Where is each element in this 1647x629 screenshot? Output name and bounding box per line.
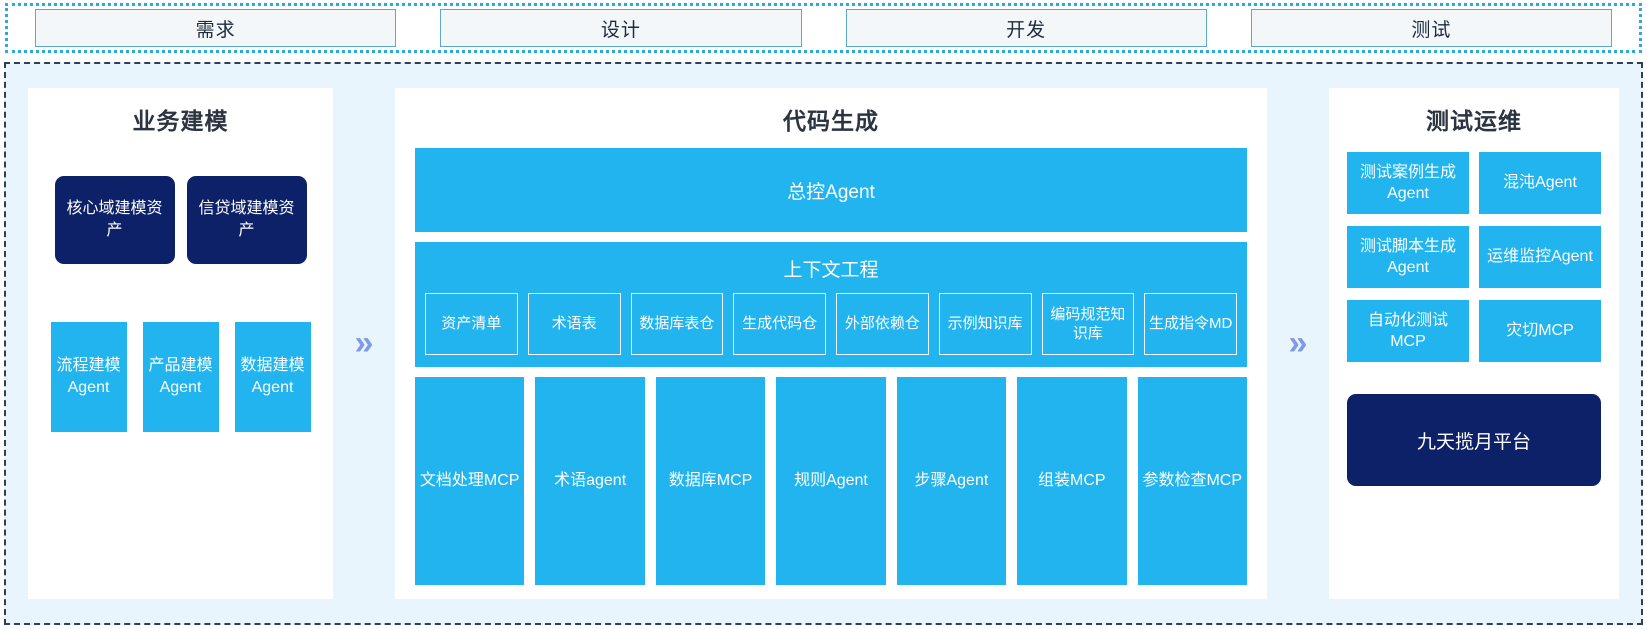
asset-card-core-domain[interactable]: 核心域建模资产: [54, 176, 175, 264]
context-engineering-items: 资产清单 术语表 数据库表仓 生成代码仓 外部依赖仓: [425, 293, 1237, 355]
phase-box-testing[interactable]: 测试: [1250, 9, 1612, 47]
context-item-label: 生成代码仓: [742, 315, 818, 333]
context-item-label: 生成指令MD: [1148, 315, 1233, 333]
test-ops-card-label: 自动化测试MCP: [1367, 311, 1448, 350]
test-ops-card-label: 灾切MCP: [1506, 322, 1574, 340]
test-ops-card-test-case-generation-agent[interactable]: 测试案例生成Agent: [1347, 152, 1469, 214]
double-chevron-right-icon-1: »: [354, 324, 374, 362]
modeling-agent-label: 数据建模Agent: [240, 356, 305, 396]
tool-card-label: 步骤Agent: [914, 472, 989, 490]
phase-box-requirements[interactable]: 需求: [35, 9, 397, 47]
tool-card-document-processing-mcp[interactable]: 文档处理MCP: [415, 377, 525, 585]
modeling-agent-label: 产品建模Agent: [148, 356, 213, 396]
master-control-agent-label: 总控Agent: [787, 181, 875, 203]
master-control-agent[interactable]: 总控Agent: [415, 148, 1247, 232]
context-item-label: 术语表: [551, 315, 597, 333]
context-engineering-block: 上下文工程 资产清单 术语表 数据库表仓 生成代码仓: [415, 242, 1247, 367]
context-item-glossary[interactable]: 术语表: [527, 293, 621, 355]
phase-label: 设计: [600, 19, 641, 41]
test-ops-grid: 测试案例生成Agent 混沌Agent 测试脚本生成Agent 运维监控Agen…: [1329, 136, 1619, 362]
platform-card-jiutian-lanyue[interactable]: 九天揽月平台: [1347, 394, 1601, 486]
panel-title-business-modeling: 业务建模: [132, 108, 229, 134]
phase-box-design[interactable]: 设计: [440, 9, 802, 47]
phase-label: 测试: [1411, 19, 1452, 41]
business-asset-row: 核心域建模资产 信贷域建模资产: [28, 176, 333, 264]
tool-card-label: 文档处理MCP: [419, 472, 520, 490]
test-ops-card-automated-testing-mcp[interactable]: 自动化测试MCP: [1347, 300, 1469, 362]
platform-card-label: 九天揽月平台: [1416, 431, 1531, 453]
context-item-label: 外部依赖仓: [844, 315, 920, 333]
test-ops-card-label: 测试脚本生成Agent: [1359, 237, 1456, 276]
asset-card-label: 信贷域建模资产: [198, 200, 295, 239]
test-ops-card-chaos-agent[interactable]: 混沌Agent: [1479, 152, 1601, 214]
test-ops-card-test-script-generation-agent[interactable]: 测试脚本生成Agent: [1347, 226, 1469, 288]
double-chevron-right-icon-2: »: [1288, 324, 1308, 362]
panel-code-generation: 代码生成 总控Agent 上下文工程 资产清单 术语表: [395, 88, 1267, 599]
tool-card-rule-agent[interactable]: 规则Agent: [776, 377, 886, 585]
context-item-asset-list[interactable]: 资产清单: [425, 293, 518, 355]
asset-card-credit-domain[interactable]: 信贷域建模资产: [186, 176, 307, 264]
modeling-agent-data[interactable]: 数据建模Agent: [234, 322, 311, 432]
context-item-coding-standard-knowledge-base[interactable]: 编码规范知识库: [1041, 293, 1135, 355]
tool-card-database-mcp[interactable]: 数据库MCP: [655, 377, 766, 585]
context-item-example-knowledge-base[interactable]: 示例知识库: [938, 293, 1032, 355]
test-ops-card-operations-monitoring-agent[interactable]: 运维监控Agent: [1479, 226, 1601, 288]
tool-card-row: 文档处理MCP 术语agent 数据库MCP 规则Agent 步骤Agent: [415, 377, 1247, 585]
phase-box-development[interactable]: 开发: [845, 9, 1207, 47]
panel-title-code-generation: 代码生成: [783, 108, 879, 134]
tool-card-parameter-check-mcp[interactable]: 参数检查MCP: [1137, 377, 1247, 585]
test-ops-card-label: 测试案例生成Agent: [1359, 163, 1456, 202]
modeling-agent-label: 流程建模Agent: [56, 356, 121, 396]
phase-label: 需求: [195, 19, 236, 41]
context-item-generated-code-repo[interactable]: 生成代码仓: [733, 293, 826, 355]
test-ops-card-label: 混沌Agent: [1503, 174, 1577, 192]
tool-card-assembly-mcp[interactable]: 组装MCP: [1017, 377, 1127, 585]
phase-strip: 需求 设计 开发 测试: [5, 3, 1642, 53]
test-ops-card-label: 运维监控Agent: [1487, 248, 1593, 266]
tool-card-label: 参数检查MCP: [1142, 472, 1243, 490]
modeling-agent-row: 流程建模Agent 产品建模Agent 数据建模Agent: [28, 322, 333, 432]
tool-card-label: 数据库MCP: [668, 472, 753, 490]
context-engineering-title: 上下文工程: [783, 260, 879, 281]
tool-card-glossary-agent[interactable]: 术语agent: [535, 377, 645, 585]
context-item-db-table-repo[interactable]: 数据库表仓: [630, 293, 724, 355]
context-item-label: 资产清单: [441, 315, 502, 333]
modeling-agent-process[interactable]: 流程建模Agent: [50, 322, 127, 432]
context-item-label: 编码规范知识库: [1050, 305, 1126, 342]
context-item-generation-instruction-md[interactable]: 生成指令MD: [1144, 293, 1237, 355]
context-item-label: 数据库表仓: [639, 315, 715, 333]
tool-card-label: 组装MCP: [1038, 472, 1106, 490]
panel-business-modeling: 业务建模 核心域建模资产 信贷域建模资产 流程建模Agent 产品建模Agent…: [28, 88, 333, 599]
tool-card-label: 术语agent: [554, 472, 627, 490]
architecture-canvas: 业务建模 核心域建模资产 信贷域建模资产 流程建模Agent 产品建模Agent…: [4, 62, 1643, 625]
panel-title-test-operations: 测试运维: [1426, 108, 1522, 134]
tool-card-label: 规则Agent: [794, 472, 868, 490]
tool-card-step-agent[interactable]: 步骤Agent: [896, 377, 1007, 585]
phase-label: 开发: [1006, 19, 1047, 41]
panel-test-operations: 测试运维 测试案例生成Agent 混沌Agent 测试脚本生成Agent 运维监…: [1329, 88, 1619, 599]
test-ops-card-disaster-switch-mcp[interactable]: 灾切MCP: [1479, 300, 1601, 362]
context-item-label: 示例知识库: [947, 315, 1023, 333]
context-item-external-dependency-repo[interactable]: 外部依赖仓: [836, 293, 929, 355]
modeling-agent-product[interactable]: 产品建模Agent: [142, 322, 219, 432]
asset-card-label: 核心域建模资产: [66, 200, 163, 239]
code-generation-body: 总控Agent 上下文工程 资产清单 术语表 数据库表仓: [395, 136, 1267, 599]
